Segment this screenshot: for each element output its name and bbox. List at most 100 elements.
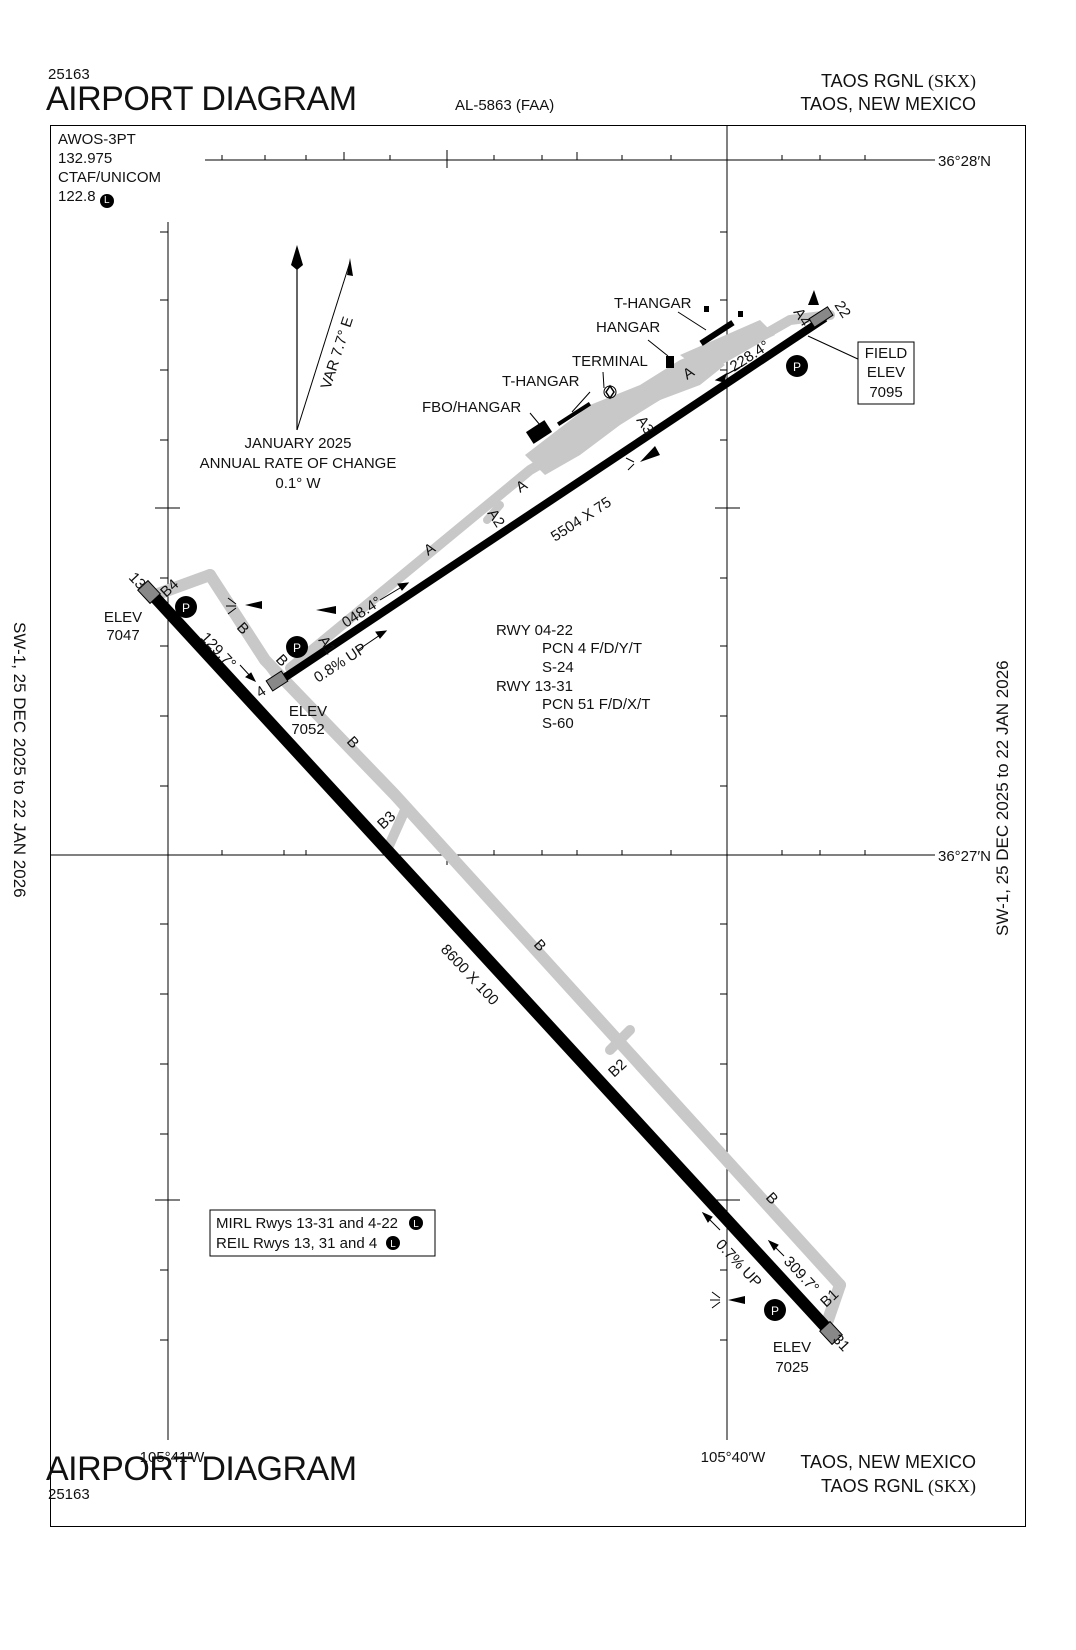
elev-value-4: 7052 [291,721,324,738]
taxiway-b1 [822,1279,846,1326]
variation-date: JANUARY 2025 [244,435,351,452]
longitude-left-label: 105°41′W [140,1449,206,1466]
parking-icon-1 [175,596,197,618]
pavement-data: RWY 04-22 PCN 4 F/D/Y/T S-24 RWY 13-31 P… [496,622,650,732]
pavement-rwy-04-22: RWY 04-22 [496,622,573,639]
t-hangar-label-1: T-HANGAR [502,373,580,390]
threshold-22 [808,306,834,328]
variation-rate-value: 0.1° W [275,475,321,492]
taxiway-b3 [383,805,410,853]
airport-name-bottom: TAOS RGNL (SKX) [821,1476,976,1497]
ctaf-freq-row: 122.8 L [58,187,161,208]
parking-label-2: P [293,641,301,655]
t-hangar-label-2: T-HANGAR [614,295,692,312]
hangar-building [666,356,674,368]
beacon-icon [603,384,617,400]
wind-cone-icon-4 [316,606,336,614]
wind-cone-icon-13 [245,601,262,609]
lighting-symbol-text-2: L [390,1239,396,1250]
comms-block: AWOS-3PT 132.975 CTAF/UNICOM 122.8 L [58,130,161,208]
threshold-4 [265,670,289,692]
north-arrow: VAR 7.7° E [291,245,357,431]
apron-north [680,320,775,370]
field-elev-line1: FIELD [865,345,908,362]
awos-freq: 132.975 [58,150,113,167]
parking-label-4: P [771,1304,779,1318]
taxiway-b4 [149,569,216,601]
latitude-top-label: 36°28′N [938,153,991,170]
latitude-mid-label: 36°27′N [938,848,991,865]
airport-id-text: (SKX) [928,71,976,91]
wind-cone-icon-31 [728,1296,745,1304]
lighting-symbol-icon: L [99,194,114,208]
parking-symbols: P P P P [175,355,808,1321]
fbo-hangar-building [525,420,553,444]
t-hangar-building-2 [699,320,735,346]
effective-dates-right: SW-1, 25 DEC 2025 to 22 JAN 2026 [993,660,1012,936]
runway-13-31 [145,587,837,1339]
elev-value-13: 7047 [106,627,139,644]
airport-name-text-bottom: TAOS RGNL [820,1476,923,1496]
elev-value-31: 7025 [775,1359,808,1376]
fbo-hangar-label: FBO/HANGAR [422,399,521,416]
buildings [525,306,743,444]
t-hangar-building-1 [556,401,592,427]
rwy-13-31-dims: 8600 X 100 [437,941,502,1009]
location-bottom: TAOS, NEW MEXICO [800,1452,976,1472]
small-building-1 [704,306,709,312]
effective-dates-left: SW-1, 25 DEC 2025 to 22 JAN 2026 [10,622,29,898]
taxiway-label-b2: B2 [605,1056,630,1081]
wind-cone-icon-north [808,290,819,305]
lighting-symbol-text-1: L [413,1219,419,1230]
magnetic-north-arrow-icon [347,258,353,276]
small-building-2 [738,311,743,317]
parking-icon-4 [764,1299,786,1321]
ctaf-freq: 122.8 [58,188,96,205]
pavement-pcn-04-22: PCN 4 F/D/Y/T [542,640,642,657]
procedure-id: AL-5863 (FAA) [455,97,555,114]
apron [525,350,725,475]
doc-number-top: 25163 [48,66,90,83]
terminal-label: TERMINAL [572,353,648,370]
pavement-s-04-22: S-24 [542,659,574,676]
doc-number-bottom: 25163 [48,1486,90,1503]
page-title-bottom: AIRPORT DIAGRAM [46,1450,357,1488]
threshold-13 [137,579,161,605]
elev-label-4: ELEV [289,703,327,720]
taxiway-a2 [483,501,504,524]
parking-icon-3 [786,355,808,377]
awos-label: AWOS-3PT [58,131,136,148]
leader-lines [529,311,861,426]
page-title-top: AIRPORT DIAGRAM [46,80,357,118]
elev-label-31: ELEV [773,1339,811,1356]
airport-id-text-bottom: (SKX) [928,1476,976,1496]
true-north-arrow-icon [291,245,303,270]
field-elev-box [857,341,915,405]
field-elev-value: 7095 [869,384,902,401]
hangar-label: HANGAR [596,319,660,336]
airport-name-top: TAOS RGNL (SKX) [821,71,976,92]
elev-label-13: ELEV [104,609,142,626]
longitude-right-label: 105°40′W [701,1449,767,1466]
threshold-markers [137,306,843,1346]
heading-arrows-13-31 [239,664,785,1257]
taxiway-label-a-2: A [513,477,531,497]
lighting-note-reil: REIL Rwys 13, 31 and 4 [216,1235,377,1252]
heading-arrows-04-22 [357,365,743,651]
rwy-04-22-dims: 5504 X 75 [548,494,615,546]
pavement-rwy-13-31: RWY 13-31 [496,678,573,695]
reil-icons [226,290,819,1309]
diagram-frame [50,125,1026,1527]
location-top: TAOS, NEW MEXICO [800,94,976,114]
taxiway-b2 [605,1025,635,1055]
pavement-pcn-13-31: PCN 51 F/D/X/T [542,696,650,713]
lighting-symbol-icon-1 [409,1216,423,1230]
lighting-symbol-icon-2 [386,1236,400,1250]
threshold-31 [819,1320,843,1346]
parking-icon-2 [286,636,308,658]
field-elev-line2: ELEV [867,364,905,381]
parking-label-1: P [182,601,190,615]
variation-rate-label: ANNUAL RATE OF CHANGE [200,455,397,472]
wind-cone-icon-22 [640,446,660,462]
